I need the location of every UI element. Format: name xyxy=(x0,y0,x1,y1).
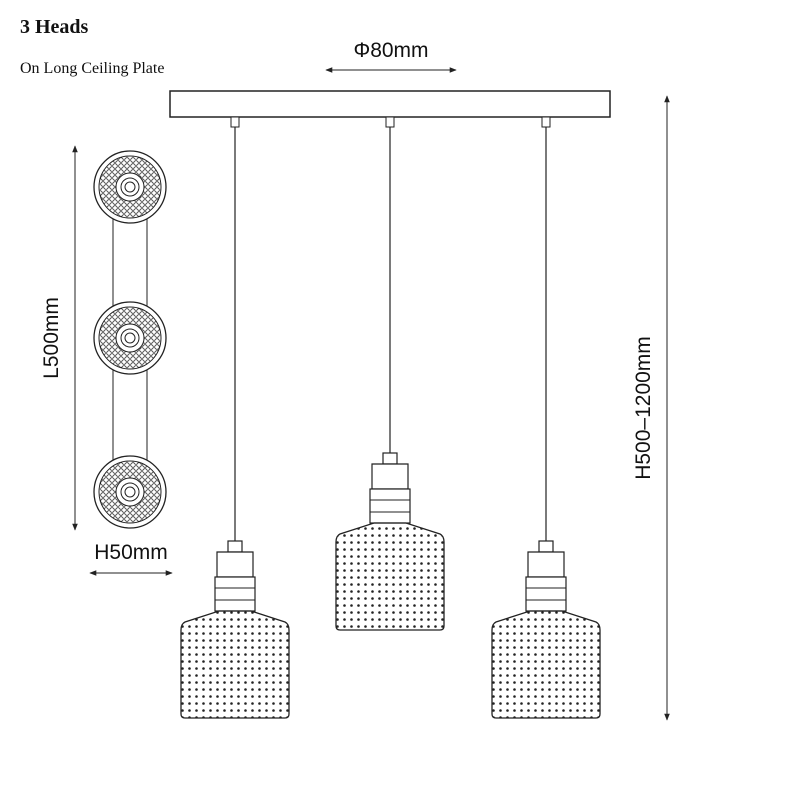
plate-diameter-label: Φ80mm xyxy=(353,39,428,62)
pendant-right xyxy=(491,116,601,719)
hang-height-label: H500–1200mm xyxy=(632,336,655,480)
height-label: H50mm xyxy=(94,541,168,564)
top-view-head xyxy=(93,455,167,529)
top-view-head xyxy=(93,150,167,224)
top-view xyxy=(93,150,167,529)
ceiling-plate xyxy=(169,90,611,118)
pendant-left xyxy=(180,116,290,719)
length-label: L500mm xyxy=(40,297,63,379)
top-view-head xyxy=(93,301,167,375)
diagram-subtitle: On Long Ceiling Plate xyxy=(20,60,165,77)
pendant-center xyxy=(335,116,445,631)
diagram-title: 3 Heads xyxy=(20,16,89,38)
